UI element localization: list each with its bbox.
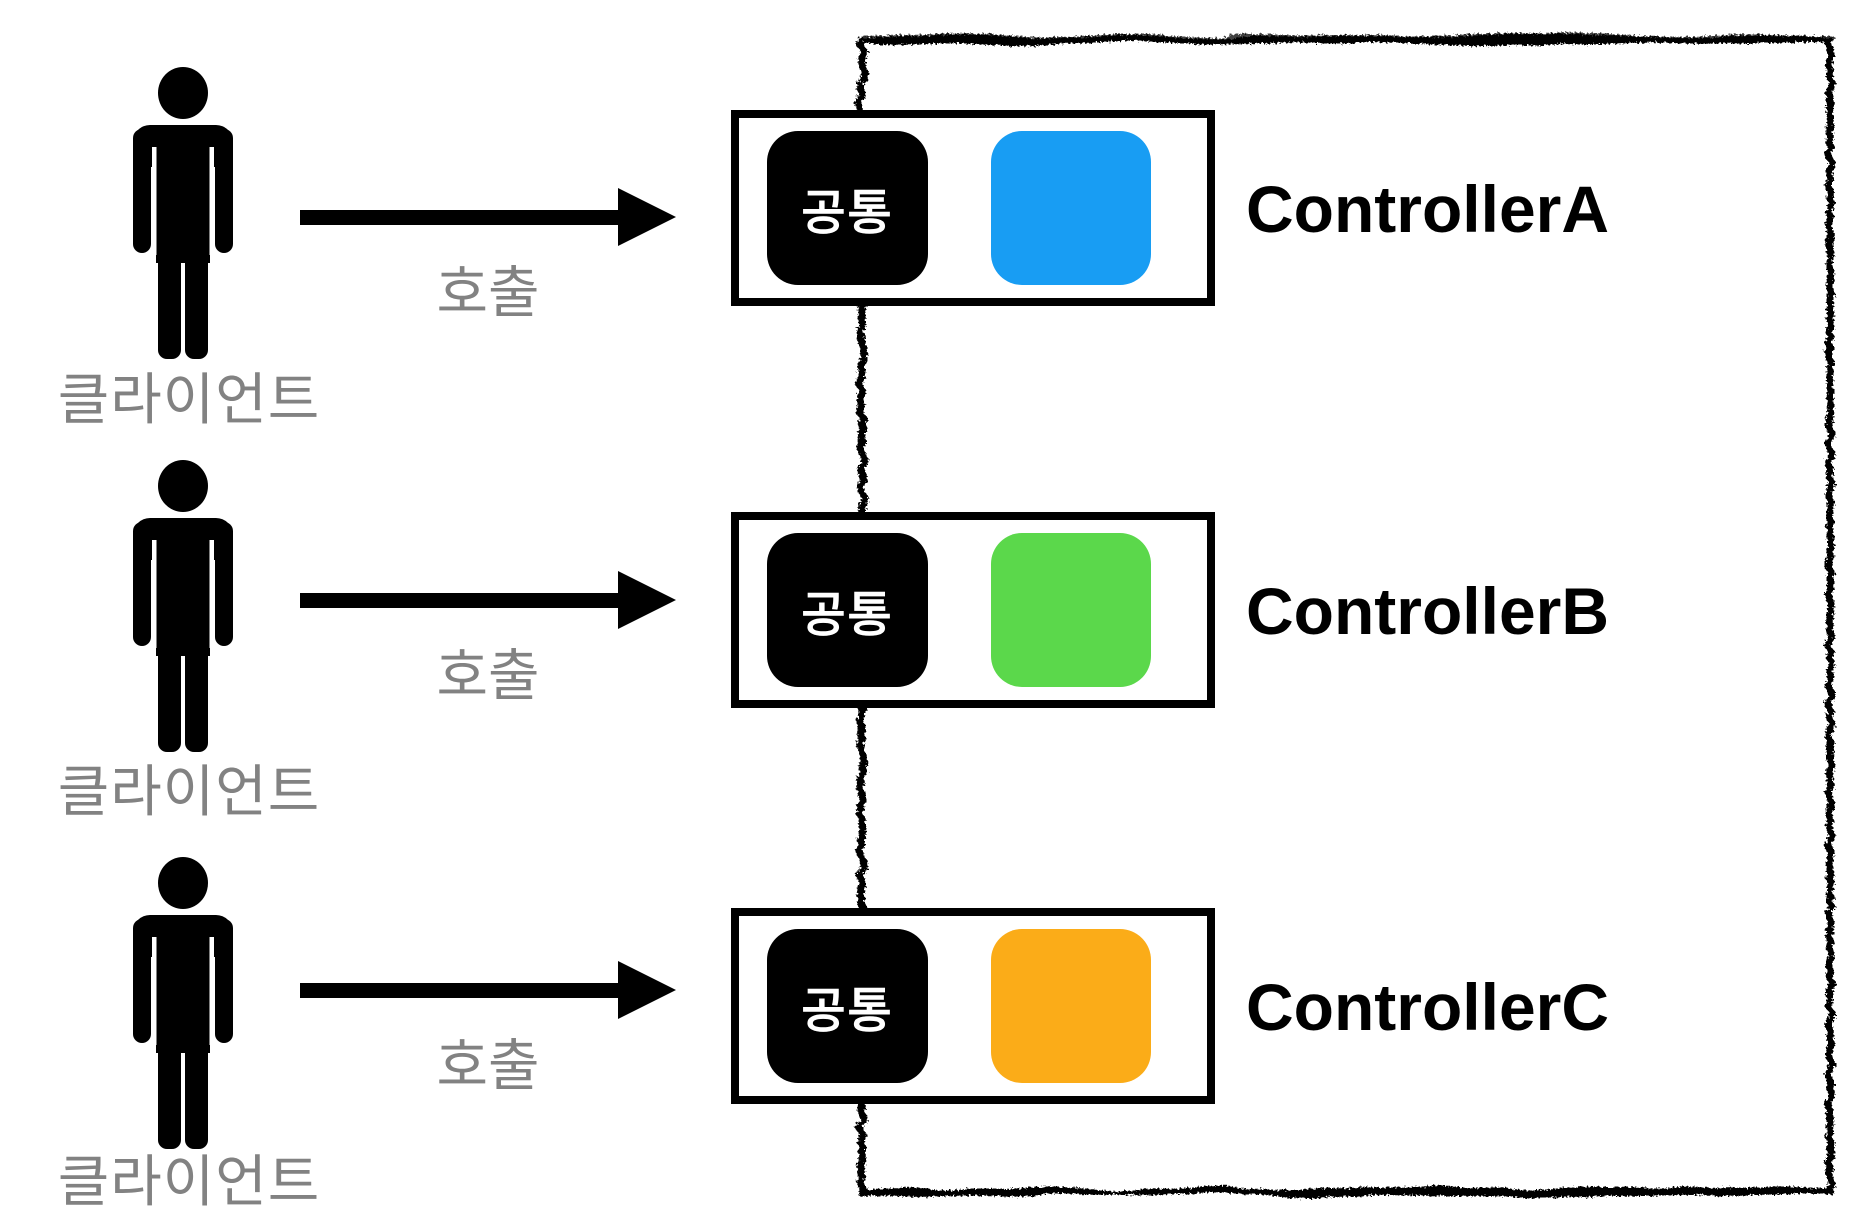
person-head [158, 67, 208, 119]
controller-box: 공통 [731, 512, 1215, 708]
common-chip: 공통 [767, 131, 928, 285]
client-person-icon [133, 67, 233, 359]
client-person-icon [133, 460, 233, 752]
controller-color-chip [991, 533, 1151, 687]
call-label: 호출 [436, 1034, 540, 1097]
call-label: 호출 [436, 644, 540, 707]
call-arrow-head-icon [618, 188, 676, 246]
call-arrow-shaft [300, 210, 620, 225]
controller-label: ControllerA [1246, 172, 1609, 246]
call-label: 호출 [436, 261, 540, 324]
person-head [158, 460, 208, 512]
controller-label: ControllerC [1246, 970, 1609, 1044]
client-label: 클라이언트 [57, 368, 321, 431]
call-arrow-head-icon [618, 571, 676, 629]
controller-box: 공통 [731, 110, 1215, 306]
controller-color-chip [991, 131, 1151, 285]
common-chip: 공통 [767, 929, 928, 1083]
call-arrow-head-icon [618, 961, 676, 1019]
call-arrow-shaft [300, 593, 620, 608]
common-chip: 공통 [767, 533, 928, 687]
client-person-icon [133, 857, 233, 1149]
call-arrow-shaft [300, 983, 620, 998]
controller-box: 공통 [731, 908, 1215, 1104]
controller-label: ControllerB [1246, 574, 1609, 648]
person-head [158, 857, 208, 909]
client-label: 클라이언트 [57, 760, 321, 823]
controller-color-chip [991, 929, 1151, 1083]
client-label: 클라이언트 [57, 1150, 321, 1213]
